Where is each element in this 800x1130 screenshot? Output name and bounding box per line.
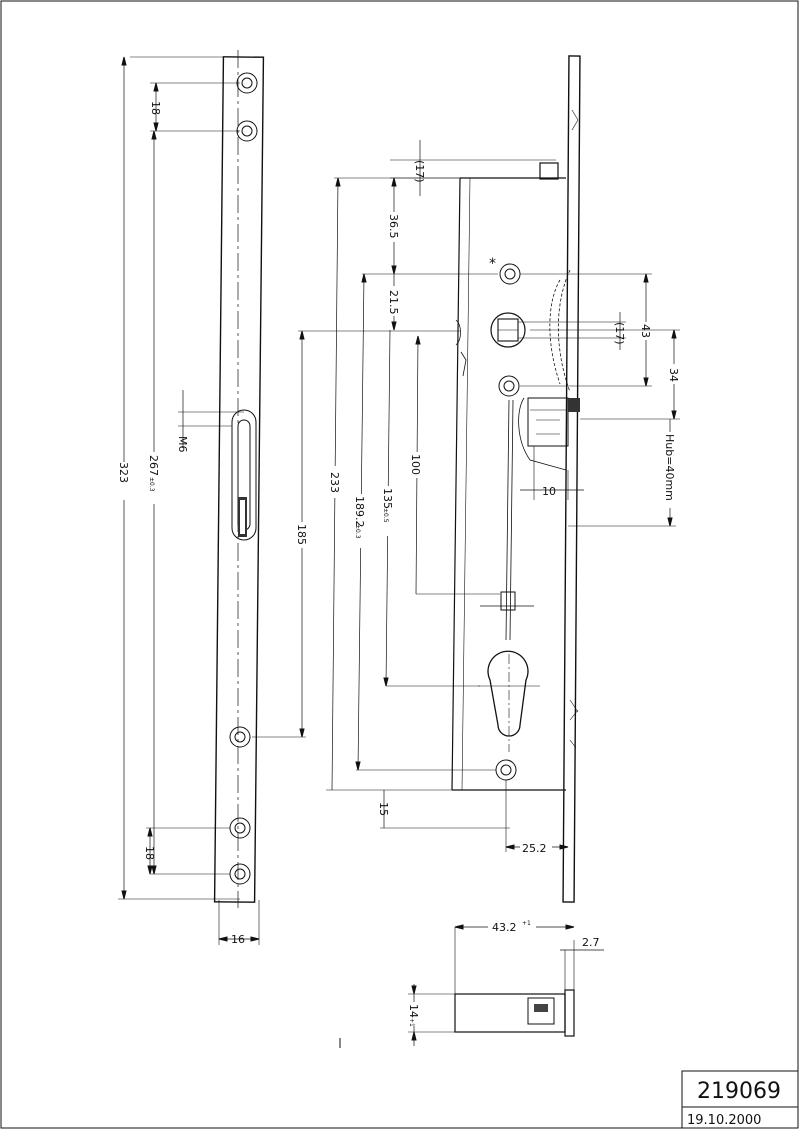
dim-top-43-2: 43.2 <box>492 921 517 934</box>
dim-strip-top-pitch: 18 <box>149 101 162 115</box>
title-block: 219069 19.10.2000 <box>681 1070 799 1129</box>
cylinder-cutout <box>487 650 529 737</box>
drawing-number: 219069 <box>697 1079 781 1104</box>
follower <box>490 312 526 348</box>
dim-case-189-2: 189.2 <box>353 496 366 528</box>
strip-hole-bottom-2 <box>229 863 251 885</box>
dim-strip-total: 323 <box>117 462 130 483</box>
dim-follower-17: (17) <box>613 322 626 345</box>
lock-bolt <box>518 397 580 471</box>
case-body <box>451 177 566 791</box>
dim-strip-thread: M6 <box>176 436 189 453</box>
strip-hole-185 <box>229 726 251 748</box>
dim-case-height: 233 <box>328 472 341 493</box>
top-view-body <box>454 993 566 1033</box>
strip-outline <box>213 56 265 903</box>
drawing-date: 19.10.2000 <box>687 1113 761 1128</box>
dim-case-bottom-15: 15 <box>377 802 390 816</box>
dim-strip-bottom-pitch: 18 <box>143 846 156 860</box>
dim-bolt-34: 34 <box>667 368 680 382</box>
case-hole-star <box>499 263 521 285</box>
strip-view: 323 267 ±0.3 18 18 M6 185 <box>116 50 460 946</box>
dim-case-21-5: 21.5 <box>387 290 400 315</box>
star-marker: * <box>489 256 496 272</box>
swing-bolt-arc <box>549 279 561 385</box>
case-hole-2 <box>498 375 520 397</box>
dim-case-top-gap: (17) <box>413 160 426 183</box>
case-hole-bottom <box>495 759 517 781</box>
dim-strip-width: 16 <box>231 933 245 946</box>
dim-case-135-tol: ±0.5 <box>382 508 389 523</box>
dim-top-14-tol: +1 <box>408 1018 415 1027</box>
strip-bolt-slot <box>231 409 257 541</box>
dim-bolt-10: 10 <box>542 485 556 498</box>
dim-case-189-2-tol: ±0.3 <box>354 524 361 539</box>
dim-backset: 25.2 <box>522 842 547 855</box>
lock-case-view: * <box>326 55 682 903</box>
forend-plate <box>562 55 581 903</box>
dim-top-43-2-tol: +1 <box>522 920 531 927</box>
case-top-view: 43.2 +1 2.7 14 +1 <box>339 920 604 1048</box>
dim-case-36-5: 36.5 <box>387 214 400 239</box>
dim-strip-hole-185: 185 <box>295 524 308 545</box>
dim-follower-43: 43 <box>639 324 652 338</box>
dim-top-2-7: 2.7 <box>582 936 600 949</box>
strip-hole-bottom-1 <box>229 817 251 839</box>
dim-top-14: 14 <box>407 1004 420 1018</box>
dim-strip-hole-span-tol: ±0.3 <box>148 477 155 492</box>
dim-case-135: 135 <box>381 488 394 509</box>
dim-case-100: 100 <box>409 454 422 475</box>
dim-strip-hole-span: 267 <box>147 455 160 476</box>
dim-hub: Hub=40mm <box>663 434 676 501</box>
